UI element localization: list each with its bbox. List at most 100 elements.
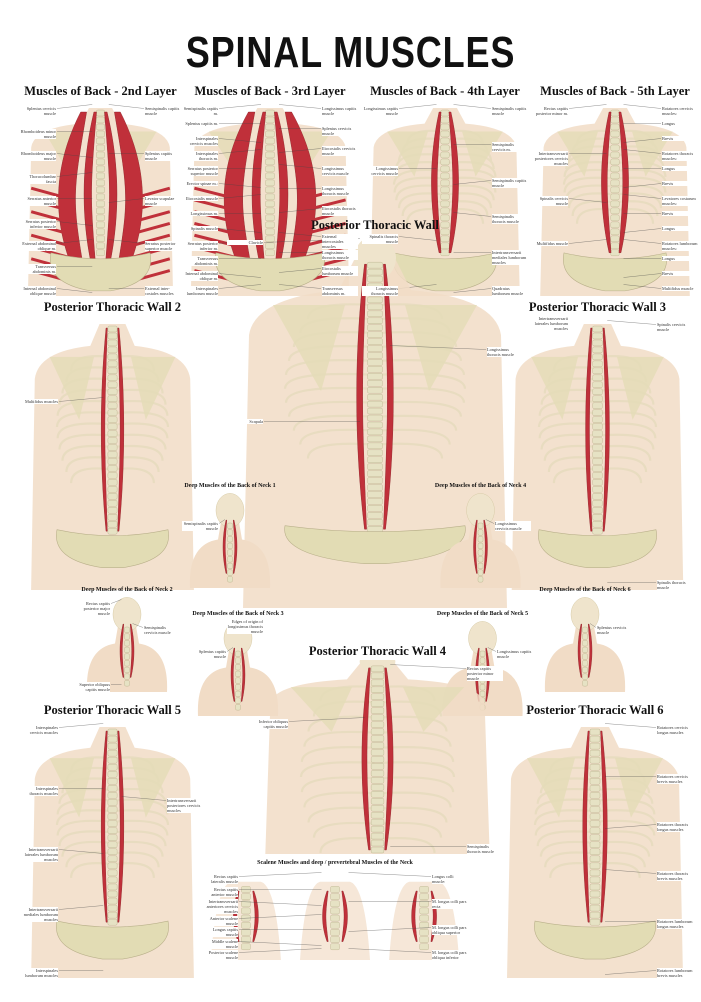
vertebra	[235, 664, 241, 671]
vertebra	[107, 735, 118, 743]
vertebra	[370, 721, 385, 728]
muscle-label: Interspinales cervicis muscles	[22, 725, 58, 735]
vertebra	[367, 366, 383, 373]
vertebra	[592, 402, 603, 409]
vertebra	[592, 374, 603, 381]
vertebra	[440, 193, 450, 201]
vertebra	[592, 416, 603, 423]
pelvis	[56, 920, 169, 960]
leader-line	[623, 104, 662, 109]
muscle-label: Semispinalis capitis muscle	[182, 521, 218, 532]
vertebra	[107, 799, 118, 806]
panel-title: Posterior Thoracic Wall 3	[528, 300, 667, 314]
skull	[215, 493, 245, 528]
muscle-label: Rotatores lumborum muscles:	[662, 241, 698, 251]
vertebra	[330, 893, 340, 900]
vertebra	[107, 332, 118, 340]
vertebra	[265, 109, 275, 117]
vertebra	[370, 665, 385, 673]
vertebra	[582, 626, 588, 633]
leader-line	[623, 194, 662, 199]
muscle-label: Intertransversarii anteriores cervicis m…	[202, 899, 238, 915]
vertebra	[107, 339, 118, 347]
muscle-label: Longissimus capitis muscle	[497, 649, 533, 660]
vertebra	[477, 576, 484, 583]
vertebra	[610, 165, 620, 173]
muscle-label: Intertransversarii posteriores cervicis …	[167, 797, 203, 813]
pelvis	[534, 920, 656, 960]
leader-line	[56, 239, 93, 244]
pelvis	[563, 252, 667, 292]
muscle-strip	[448, 111, 459, 253]
muscle-strip	[230, 647, 236, 702]
leader-line	[218, 138, 262, 143]
vertebra	[592, 472, 603, 479]
vertebra	[582, 646, 588, 653]
vertebra	[592, 395, 603, 402]
anatomical-illustration	[540, 104, 690, 296]
vertebra	[107, 409, 118, 416]
muscle-label: Serratus posterior superior muscle	[182, 166, 218, 176]
vertebra	[107, 883, 118, 891]
muscle-label: Longissimus cervicis muscle	[362, 166, 398, 176]
vertebra	[367, 512, 383, 519]
leader-line	[604, 723, 657, 728]
vertebra	[96, 158, 105, 166]
vertebra	[589, 848, 601, 855]
oblique-muscle-fiber	[194, 198, 235, 212]
leader-line	[623, 228, 662, 233]
oblique-muscle-fiber	[30, 210, 68, 224]
rib	[377, 386, 466, 403]
vertebra	[107, 778, 118, 785]
muscle-label: Levatores costarum muscles:	[662, 196, 698, 206]
vertebra	[107, 855, 118, 863]
leader-line	[390, 664, 467, 669]
vertebra	[610, 179, 620, 187]
leader-line	[278, 232, 322, 237]
leader-line	[226, 647, 234, 652]
vertebra	[107, 827, 118, 834]
muscle-label: Internal abdominal oblique m.	[182, 271, 218, 281]
vertebra	[107, 367, 118, 375]
vertebra	[96, 137, 105, 145]
vertebra	[367, 275, 383, 283]
vertebra	[610, 200, 620, 208]
panel-title: Deep Muscles of the Back of Neck 2	[81, 587, 173, 593]
vertebra	[367, 373, 383, 380]
vertebra	[96, 109, 105, 117]
muscle-label: Rectus capitis posterior minor muscle	[467, 666, 503, 681]
vertebra	[96, 221, 105, 229]
muscle-label: Anterior scalene muscle	[202, 915, 238, 926]
anatomical-illustration	[507, 723, 683, 978]
vertebra	[124, 680, 130, 687]
muscle-label: Intertransversarii posteriores cervicis …	[532, 151, 568, 166]
vertebra	[241, 921, 251, 929]
vertebra	[370, 825, 385, 833]
leader-line	[56, 104, 93, 109]
vertebra	[107, 848, 118, 855]
vertebra	[265, 249, 275, 257]
muscle-label: Intertransversarii laterales lumborum mu…	[532, 315, 568, 331]
rib	[380, 821, 443, 838]
vertebral-column	[330, 886, 340, 951]
rib	[537, 411, 595, 428]
vertebral-column	[610, 109, 620, 257]
vertebra	[107, 806, 118, 813]
vertebra	[107, 395, 118, 402]
rib	[115, 819, 169, 836]
rib	[55, 809, 110, 826]
vertebra	[107, 876, 118, 884]
vertebra	[589, 841, 601, 848]
vertebra	[107, 820, 118, 827]
vertebra	[96, 172, 105, 180]
muscle-label: Internal abdominal oblique muscle	[20, 286, 56, 296]
anatomical-illustration	[544, 597, 626, 692]
vertebra	[592, 514, 603, 521]
vertebra	[227, 536, 233, 543]
panel-title: Muscles of Back - 2nd Layer	[24, 84, 177, 98]
vertebra	[107, 749, 118, 757]
vertebra	[592, 479, 603, 486]
leader-line	[56, 221, 93, 226]
pelvis	[56, 529, 169, 569]
muscle-label: M. longus colli pars obliqua inferior	[432, 950, 468, 960]
